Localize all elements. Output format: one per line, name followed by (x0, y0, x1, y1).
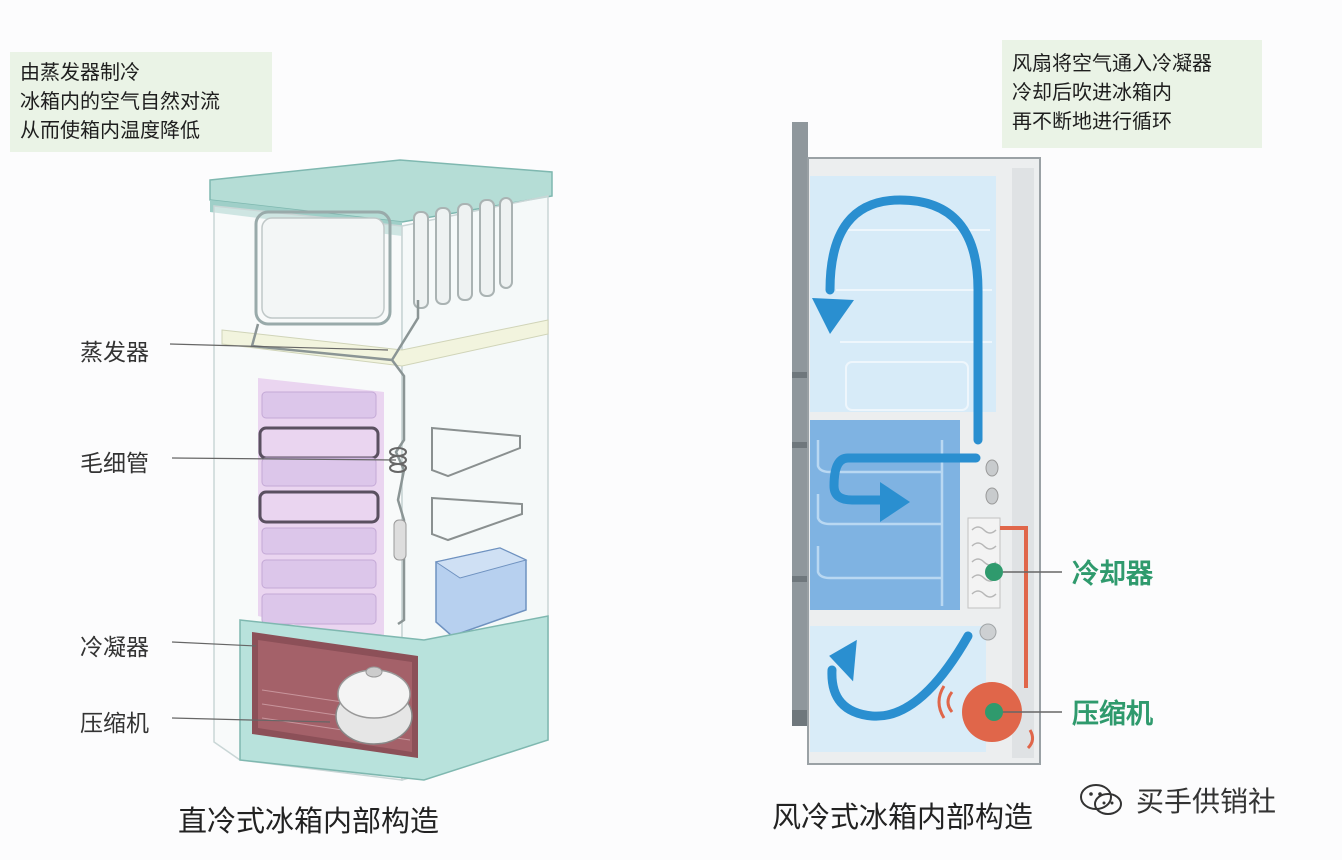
direct-cooling-description: 由蒸发器制冷 冰箱内的空气自然对流 从而使箱内温度降低 (10, 52, 272, 152)
note-line: 冰箱内的空气自然对流 (20, 89, 220, 113)
watermark: 买手供销社 (1078, 780, 1276, 820)
note-line: 冷却后吹进冰箱内 (1012, 80, 1172, 104)
note-line: 由蒸发器制冷 (20, 60, 140, 84)
note-line: 再不断地进行循环 (1012, 109, 1172, 133)
label-compressor-right: 压缩机 (1072, 699, 1153, 730)
air-cooling-description: 风扇将空气通入冷凝器 冷却后吹进冰箱内 再不断地进行循环 (1002, 40, 1262, 148)
wechat-icon (1080, 784, 1122, 815)
label-cooler: 冷却器 (1072, 559, 1153, 590)
note-line: 风扇将空气通入冷凝器 (1012, 51, 1212, 75)
label-evaporator: 蒸发器 (80, 340, 149, 366)
caption-direct-cooling: 直冷式冰箱内部构造 (178, 804, 440, 838)
label-condenser: 冷凝器 (80, 635, 149, 661)
watermark-text: 买手供销社 (1136, 785, 1277, 818)
label-capillary: 毛细管 (80, 451, 149, 477)
caption-air-cooling: 风冷式冰箱内部构造 (772, 800, 1034, 834)
note-line: 从而使箱内温度降低 (20, 118, 200, 142)
label-compressor-left: 压缩机 (80, 711, 149, 737)
